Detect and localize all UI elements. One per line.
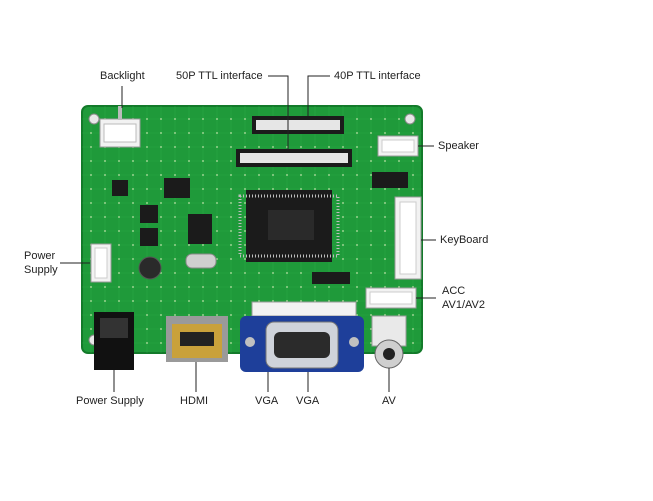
label-keyboard: KeyBoard — [440, 234, 489, 246]
label-power-supply-bottom: Power Supply — [76, 395, 144, 407]
label-vga-2: VGA — [296, 395, 320, 407]
power-supply-connector-left — [90, 243, 112, 283]
label-acc: ACC — [442, 285, 466, 297]
acc-av-connector — [365, 287, 417, 309]
label-50p-ttl: 50P TTL interface — [176, 70, 263, 82]
label-backlight: Backlight — [100, 70, 145, 82]
speaker-connector — [377, 135, 419, 157]
vga-connector — [240, 301, 364, 372]
label-power-left-line2: Supply — [24, 264, 58, 276]
label-power-left-line1: Power — [24, 250, 56, 262]
power-jack — [94, 312, 134, 370]
hdmi-connector — [166, 316, 228, 362]
label-av1-av2: AV1/AV2 — [442, 299, 486, 311]
ttl-40p-connector — [252, 116, 344, 134]
label-40p-ttl: 40P TTL interface — [334, 70, 421, 82]
main-chip — [238, 190, 340, 262]
label-vga-1: VGA — [255, 395, 279, 407]
backlight-connector — [99, 106, 141, 148]
label-hdmi: HDMI — [180, 395, 209, 407]
ttl-50p-connector — [236, 149, 352, 167]
av-jack — [371, 315, 407, 369]
label-av: AV — [382, 395, 396, 407]
keyboard-connector — [394, 196, 422, 280]
label-speaker: Speaker — [438, 140, 479, 152]
leader-lines — [60, 75, 436, 392]
